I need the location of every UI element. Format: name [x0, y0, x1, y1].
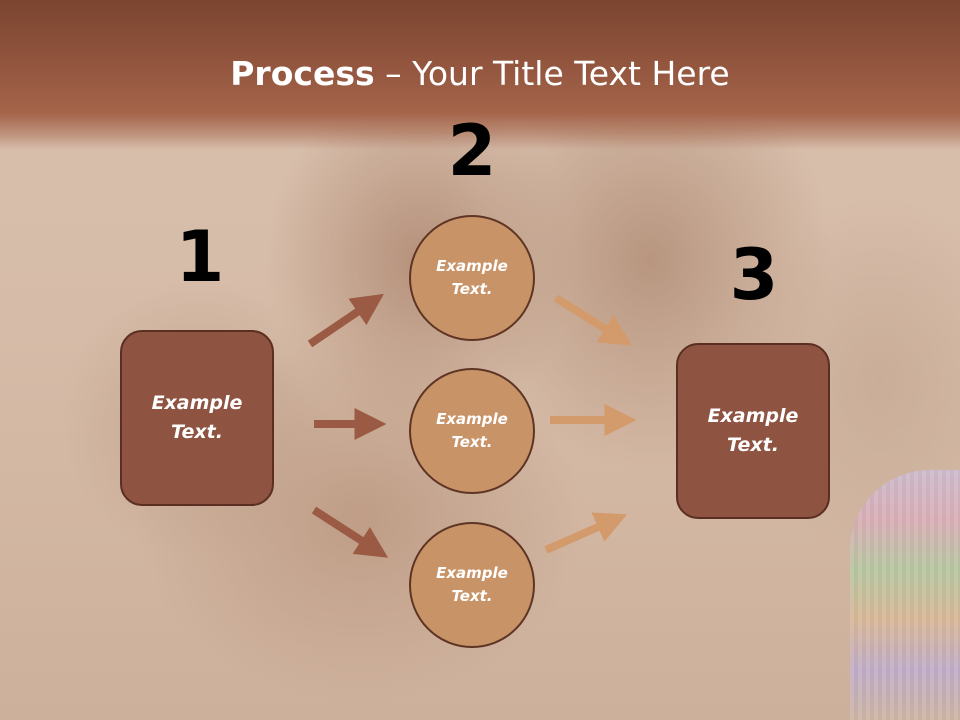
- step-3-box-text: Example Text.: [707, 405, 799, 456]
- beaded-fabric-decoration: [850, 470, 960, 720]
- slide-title[interactable]: Process – Your Title Text Here: [0, 52, 960, 96]
- arrow-left-to-top: [307, 293, 384, 348]
- circle-top-text: Example Text.: [436, 257, 508, 298]
- step-2-circle-middle[interactable]: Example Text.: [409, 368, 535, 494]
- step-number-2: 2: [447, 110, 497, 192]
- step-2-circle-bottom[interactable]: Example Text.: [409, 522, 535, 648]
- step-3-box[interactable]: Example Text.: [676, 343, 830, 519]
- step-1-box-text: Example Text.: [151, 392, 243, 443]
- arrow-bottom-to-right: [544, 512, 628, 554]
- arrow-left-to-bottom: [311, 506, 389, 558]
- title-bold-part: Process: [230, 54, 375, 93]
- title-band: [0, 0, 960, 150]
- step-number-3: 3: [729, 234, 779, 316]
- circle-bottom-text: Example Text.: [436, 564, 508, 605]
- step-2-circle-top[interactable]: Example Text.: [409, 215, 535, 341]
- title-rest-part: – Your Title Text Here: [374, 54, 730, 93]
- step-1-box[interactable]: Example Text.: [120, 330, 274, 506]
- arrow-top-to-right: [553, 294, 633, 346]
- step-number-1: 1: [175, 216, 225, 298]
- circle-middle-text: Example Text.: [436, 410, 508, 451]
